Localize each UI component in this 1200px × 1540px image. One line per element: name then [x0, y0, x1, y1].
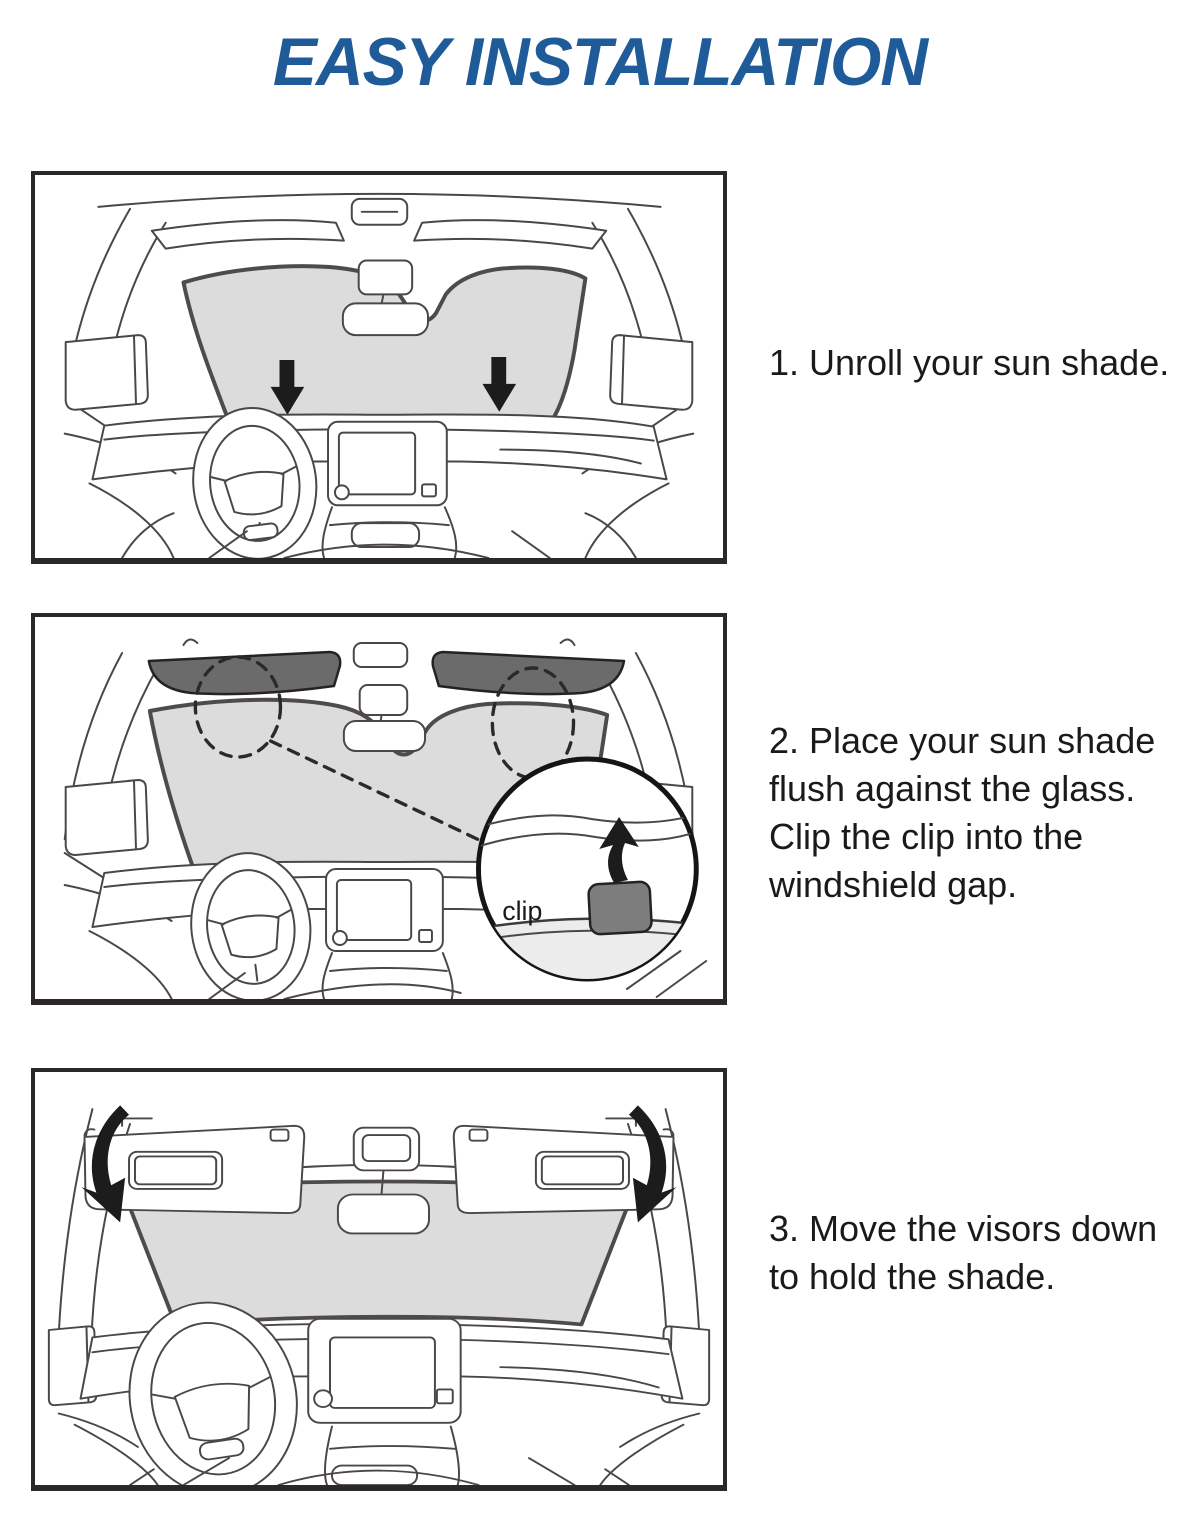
folded-visors: [150, 197, 608, 250]
rearview-mirror: [342, 642, 427, 752]
steering-wheel: [190, 852, 312, 999]
page-title: EASY INSTALLATION: [272, 24, 928, 100]
rearview-mirror: [336, 1126, 430, 1235]
console-and-seats: [73, 1423, 685, 1485]
visor-right-down-flat: [431, 650, 626, 696]
rearview-mirror: [341, 259, 429, 337]
magnifier-detail: clip: [476, 756, 699, 982]
console-and-seats: [88, 482, 670, 558]
up-arrow-icon: [599, 817, 639, 883]
visor-left-down-flat: [147, 650, 342, 696]
step-2-figure-box: clip: [31, 613, 727, 1005]
clip-block: [587, 880, 653, 936]
dashboard-ledge: [478, 917, 697, 979]
visor-right-folded-down: [452, 1117, 675, 1214]
step-1-figure-box: [31, 171, 727, 564]
dashboard: [79, 1317, 684, 1424]
step-3-caption: 3. Move the visors down to hold the shad…: [769, 1208, 1158, 1297]
visor-left-folded-down: [83, 1117, 306, 1214]
console-and-seats: [88, 930, 708, 999]
step-3-illustration: [47, 1105, 711, 1485]
step-3-figure-box: [31, 1068, 727, 1491]
step-1-caption: 1. Unroll your sun shade.: [769, 342, 1170, 383]
step-2-caption: 2. Place your sun shade flush against th…: [769, 720, 1156, 905]
steering-wheel: [128, 1301, 298, 1485]
curved-down-arrow-icon: [81, 1105, 130, 1223]
side-mirrors: [64, 334, 694, 411]
step-1-illustration: [63, 192, 695, 558]
dashboard: [91, 413, 668, 507]
down-arrow-icon: [270, 360, 305, 415]
steering-wheel: [192, 406, 318, 558]
down-arrow-icon: [482, 357, 517, 412]
step-2-illustration: clip: [63, 638, 708, 999]
clip-label: clip: [502, 896, 542, 926]
curved-down-arrow-icon: [628, 1105, 677, 1223]
